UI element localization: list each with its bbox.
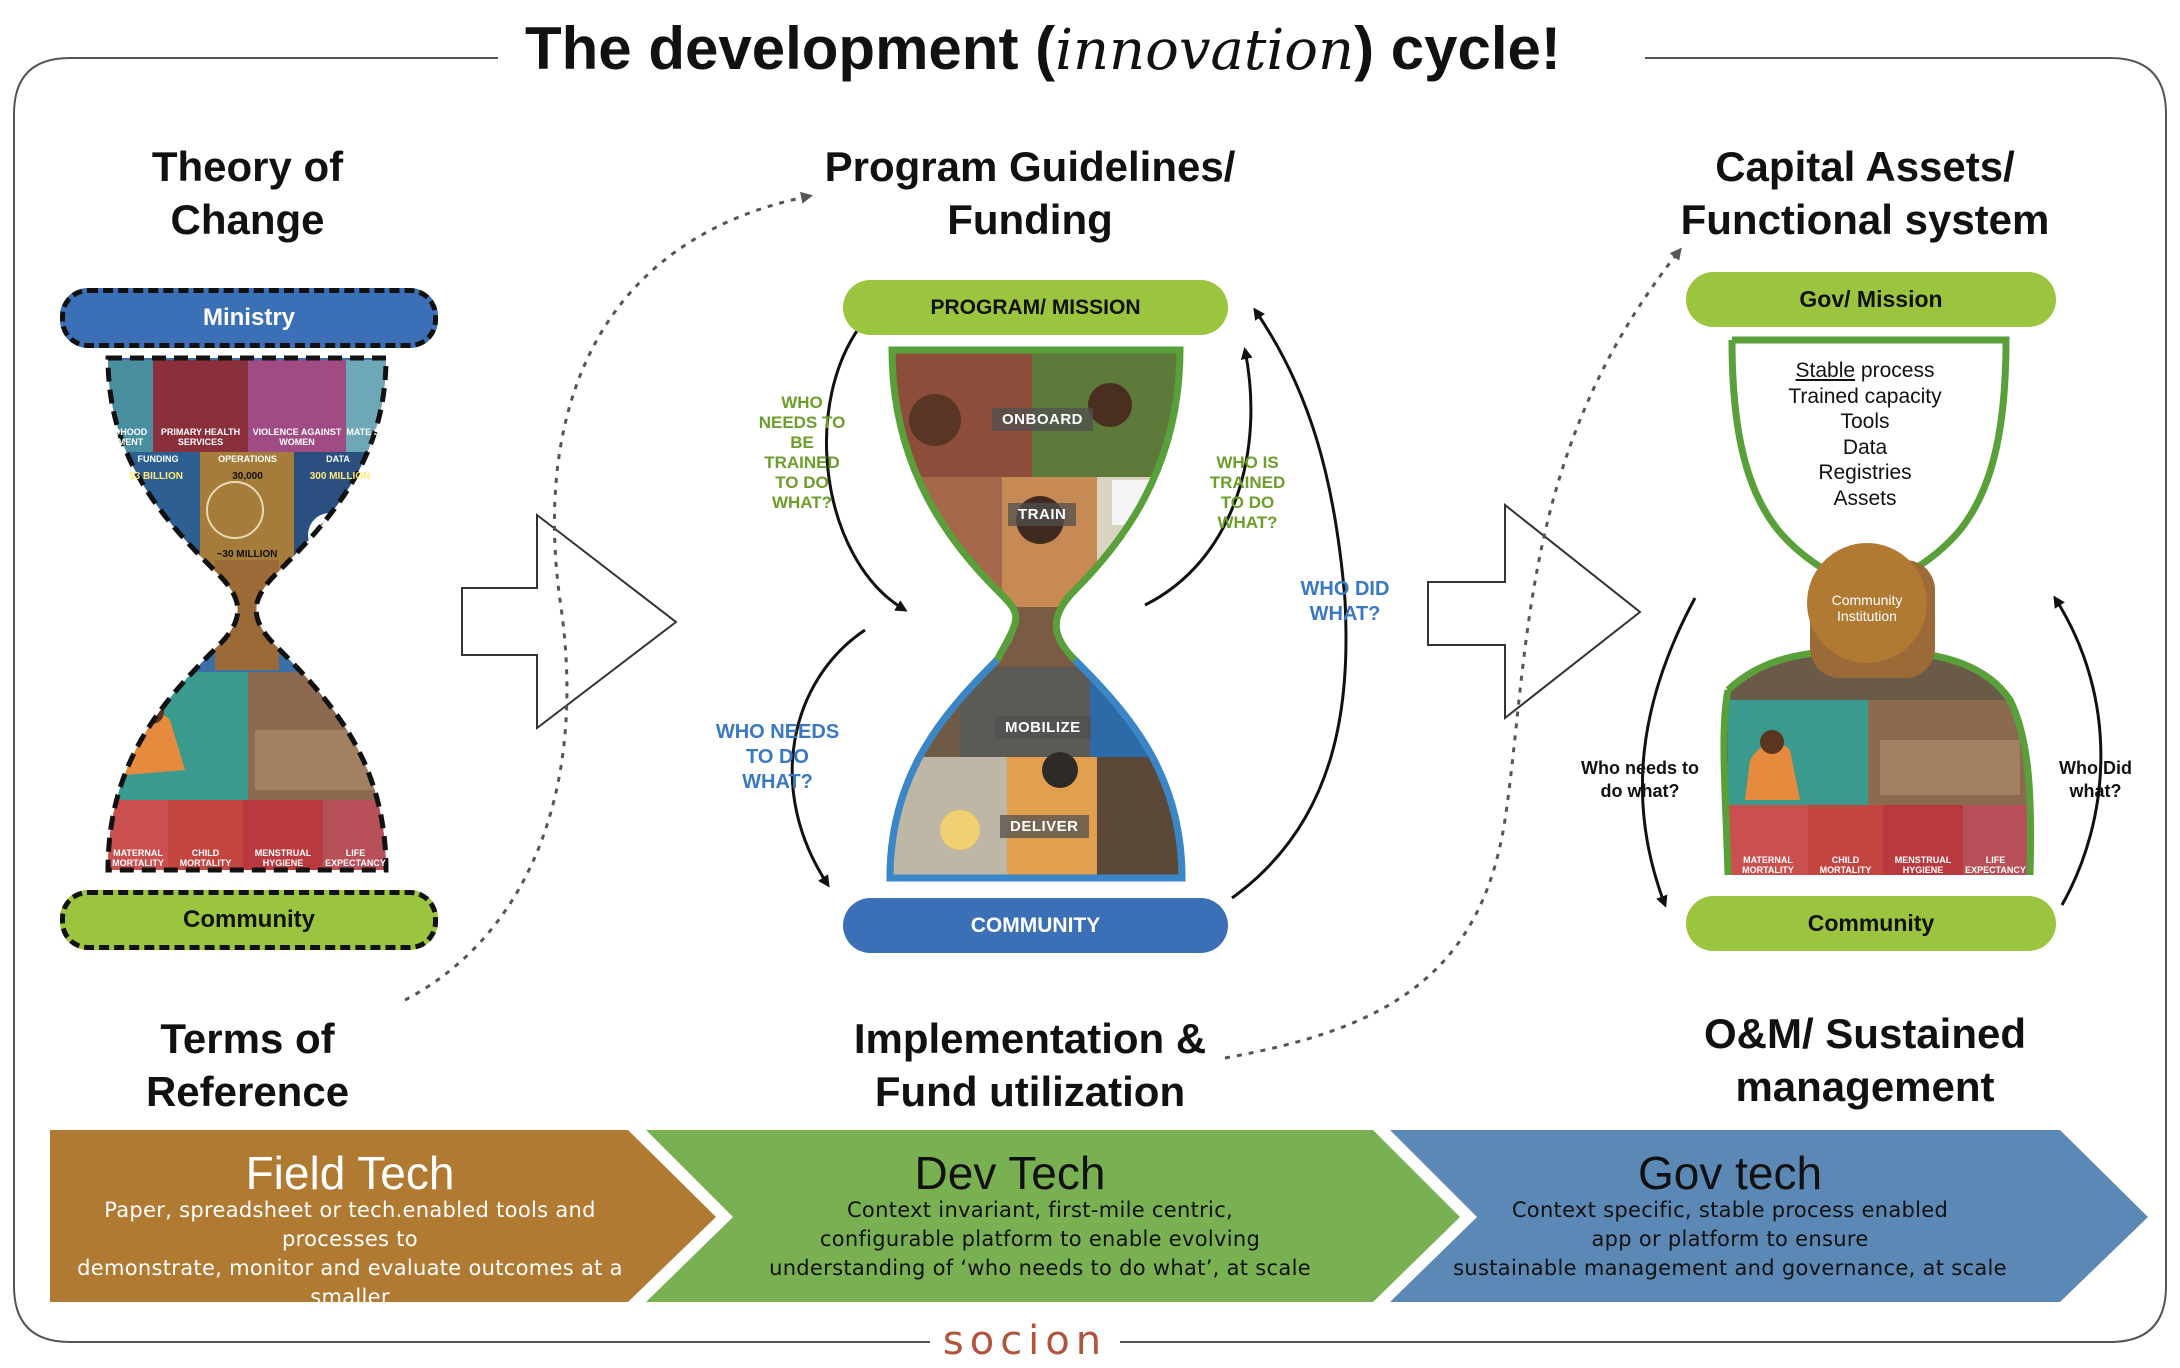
photo-label-onboard: ONBOARD xyxy=(992,408,1093,431)
title-post: ) cycle! xyxy=(1354,15,1561,82)
community-label-left: Community xyxy=(183,906,315,933)
question-who-is-trained: WHO IS TRAINED TO DO WHAT? xyxy=(1209,453,1286,532)
list-item: Registries xyxy=(1818,461,1912,484)
list-item: Trained capacity xyxy=(1788,384,1942,408)
question-who-needs-do: WHO NEEDS TO DO WHAT? xyxy=(715,721,840,793)
right-bottom-tile-caption: LIFE EXPECTANCY xyxy=(1965,855,2026,875)
band-desc-line: configurable platform to enable evolving xyxy=(819,1227,1261,1251)
left-bottom-tile-caption: LIFE EXPECTANCY xyxy=(325,848,386,868)
header-program-guidelines: Program Guidelines/ Funding xyxy=(824,143,1236,243)
left-stat: ~30 MILLION xyxy=(216,549,278,560)
left-bottom-tile-caption: MENSTRUAL HYGIENE xyxy=(254,848,312,868)
list-item-stable: Stable xyxy=(1795,359,1856,382)
band-desc-line: sustainable management and governance, a… xyxy=(1453,1256,2007,1280)
list-item: Data xyxy=(1842,435,1888,459)
gov-mission-pill: Gov/ Mission xyxy=(1686,272,2056,327)
left-bottom-tile-caption: MATERNAL MORTALITY xyxy=(112,848,164,868)
left-stat-head: OPERATIONS xyxy=(218,454,277,464)
program-mission-pill: PROGRAM/ MISSION xyxy=(843,280,1228,335)
question-who-did-what: WHO DID WHAT? xyxy=(1300,578,1390,625)
community-institution-node xyxy=(1807,543,1927,663)
list-item: Stable process xyxy=(1750,358,1980,384)
gov-mission-label: Gov/ Mission xyxy=(1799,286,1943,312)
program-mission-label: PROGRAM/ MISSION xyxy=(930,295,1141,319)
band-gov-tech-title: Gov tech xyxy=(1637,1147,1823,1199)
list-item-process: process xyxy=(1855,359,1935,382)
page-title: The development (innovation) cycle! xyxy=(505,14,1645,94)
band-dev-tech-shape xyxy=(646,1130,1460,1302)
left-bottom-tile-caption: CHILD MORTALITY xyxy=(179,848,232,868)
title-pre: The development ( xyxy=(525,15,1056,82)
left-stat: 30,000 xyxy=(232,471,263,482)
community-institution-label: Community Institution xyxy=(1831,592,1903,624)
band-gov-tech-shape xyxy=(1390,1130,2148,1302)
band-field-tech-shape xyxy=(50,1130,716,1302)
title-italic: innovation xyxy=(1055,18,1355,83)
band-desc-line: Paper, spreadsheet or tech.enabled tools… xyxy=(104,1198,596,1251)
header-implementation: Implementation & Fund utilization xyxy=(853,1015,1207,1115)
band-desc-line: Context invariant, first-mile centric, xyxy=(846,1198,1234,1222)
header-theory-of-change: Theory of Change xyxy=(151,143,344,243)
list-item: Assets xyxy=(1833,486,1897,510)
band-desc-line: understanding of ‘who needs to do what’,… xyxy=(769,1256,1311,1280)
right-bottom-tile-caption: CHILD MORTALITY xyxy=(1819,855,1872,875)
band-gov-tech-desc: Context specific, stable process enabled… xyxy=(1440,1196,2020,1283)
community-label-right: Community xyxy=(1807,910,1935,936)
left-hourglass-outline xyxy=(105,355,389,873)
left-tile-caption: MATE SE xyxy=(346,427,386,437)
band-field-tech-desc: Paper, spreadsheet or tech.enabled tools… xyxy=(50,1196,650,1341)
left-stat: $3 BILLION xyxy=(129,471,183,482)
middle-hourglass-outline-bottom xyxy=(886,657,1186,882)
question-who-did: Who Did what? xyxy=(2059,758,2132,801)
left-stat-head: DATA xyxy=(326,454,350,464)
question-who-needs-to-do: Who needs to do what? xyxy=(1581,758,1699,801)
band-desc-line: demonstrate, monitor and evaluate outcom… xyxy=(77,1256,623,1309)
photo-label-deliver: DELIVER xyxy=(1000,815,1089,838)
left-tile-caption: PRIMARY HEALTH SERVICES xyxy=(160,427,241,447)
community-pill-middle: COMMUNITY xyxy=(843,898,1228,953)
photo-label-train: TRAIN xyxy=(1008,503,1077,526)
community-pill-left: Community xyxy=(60,890,438,950)
band-desc-line: app or platform to ensure xyxy=(1591,1227,1869,1251)
list-item: Tools xyxy=(1840,410,1890,433)
community-label-middle: COMMUNITY xyxy=(970,913,1101,937)
band-desc-line: Context specific, stable process enabled xyxy=(1511,1198,1949,1222)
left-stat: 300 MILLION xyxy=(309,471,371,482)
band-dev-tech-title: Dev Tech xyxy=(914,1147,1106,1199)
right-bottom-tile-caption: MENSTRUAL HYGIENE xyxy=(1894,855,1952,875)
header-om: O&M/ Sustained management xyxy=(1703,1010,2027,1110)
question-who-needs-trained: WHO NEEDS TO BE TRAINED TO DO WHAT? xyxy=(758,393,846,512)
left-stat-head: FUNDING xyxy=(137,454,179,464)
band-field-tech-title: Field Tech xyxy=(245,1147,455,1199)
ministry-pill: Ministry xyxy=(60,288,438,348)
capital-assets-list: Stable process Trained capacity Tools Da… xyxy=(1750,358,1980,511)
header-terms-of-reference: Terms of Reference xyxy=(145,1015,350,1115)
header-capital-assets: Capital Assets/ Functional system xyxy=(1680,143,2050,243)
band-dev-tech-desc: Context invariant, first-mile centric, c… xyxy=(720,1196,1360,1283)
socion-logo: socion xyxy=(930,1318,1120,1364)
right-bottom-tile-caption: MATERNAL MORTALITY xyxy=(1742,855,1794,875)
photo-label-mobilize: MOBILIZE xyxy=(995,716,1091,739)
left-tile-caption: VIOLENCE AGAINST WOMEN xyxy=(252,427,342,447)
ministry-label: Ministry xyxy=(202,304,295,331)
community-pill-right: Community xyxy=(1686,896,2056,951)
left-tile-caption: DHOOD MENT xyxy=(113,427,148,447)
right-hourglass-mosaic xyxy=(1723,650,2031,875)
band-desc-line: unit of change xyxy=(272,1314,428,1338)
